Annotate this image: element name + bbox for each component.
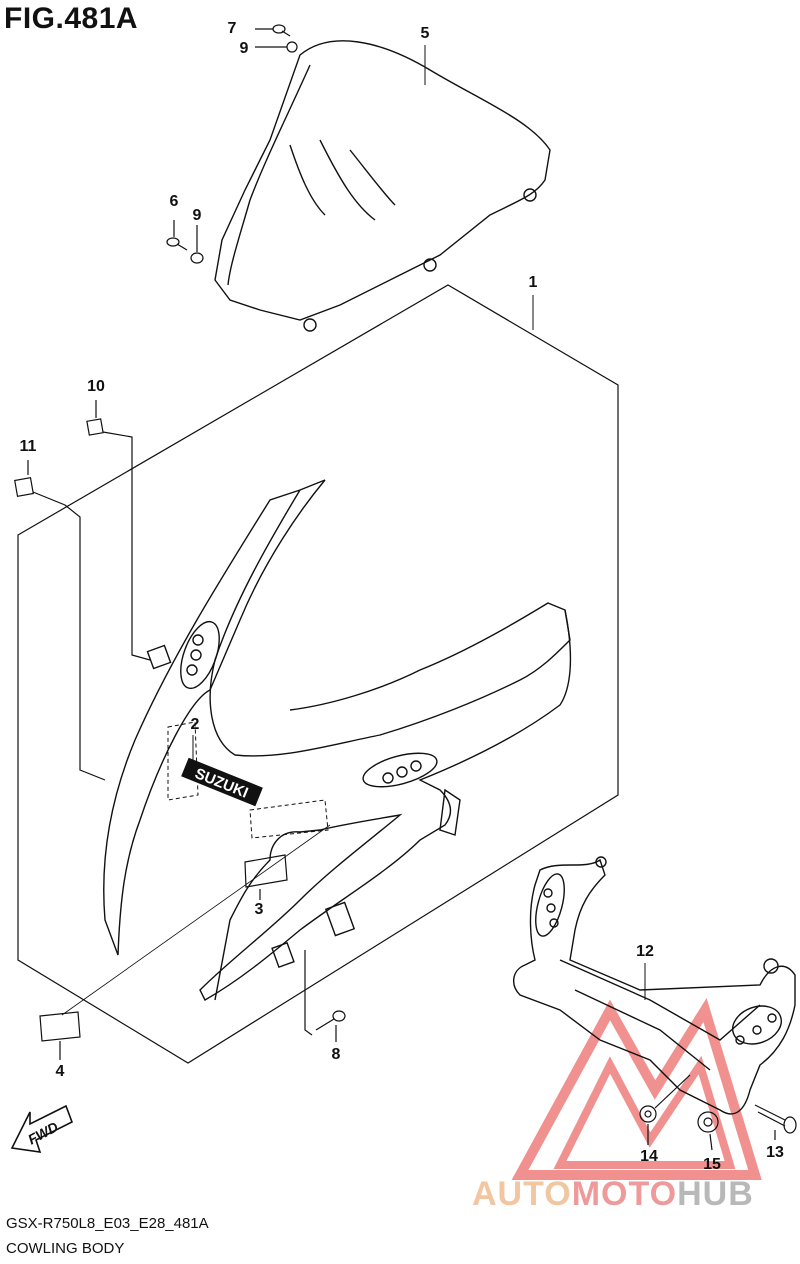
callout-3: 3 — [254, 901, 264, 918]
plate-4 — [39, 824, 331, 1060]
suzuki-emblem: SUZUKI — [181, 757, 263, 807]
callout-9-left: 9 — [192, 207, 202, 224]
assembly-box — [17, 284, 619, 1064]
watermark-logo — [511, 998, 762, 1180]
callout-15: 15 — [703, 1156, 721, 1173]
callout-6: 6 — [169, 193, 179, 210]
callout-2: 2 — [190, 716, 200, 733]
model-code: GSX-R750L8_E03_E28_481A — [6, 1215, 209, 1232]
fwd-arrow — [10, 1104, 74, 1153]
callout-8: 8 — [331, 1046, 341, 1063]
screw-6 — [166, 220, 204, 264]
watermark-part-moto: MOTO — [571, 1175, 678, 1213]
callout-1: 1 — [528, 274, 538, 291]
leader-lines — [192, 45, 646, 1000]
callout-9-top: 9 — [239, 40, 249, 57]
callout-5: 5 — [420, 25, 430, 42]
screw-7 — [255, 24, 298, 53]
grommet-14 — [639, 1074, 691, 1145]
decal-2 — [167, 721, 329, 839]
callout-12: 12 — [636, 943, 654, 960]
callout-13: 13 — [766, 1144, 784, 1161]
windscreen — [214, 40, 551, 332]
figure-title: FIG.481A — [4, 2, 139, 35]
suzuki-emblem-text: SUZUKI — [192, 765, 250, 802]
screw-8 — [304, 950, 346, 1042]
watermark-text: AUTOMOTOHUB — [472, 1175, 754, 1214]
callout-11: 11 — [19, 438, 37, 455]
plate-3 — [244, 854, 288, 900]
watermark-part-auto: AUTO — [472, 1175, 572, 1213]
bolt-13 — [754, 1104, 797, 1140]
nut-11 — [14, 460, 106, 781]
cowling-body — [103, 479, 572, 1001]
callout-10: 10 — [87, 378, 105, 395]
callout-7: 7 — [227, 20, 237, 37]
callout-4: 4 — [55, 1063, 65, 1080]
nut-10 — [86, 400, 151, 661]
callout-14: 14 — [640, 1148, 658, 1165]
section-name: COWLING BODY — [6, 1240, 125, 1257]
collar-15 — [697, 1111, 719, 1151]
watermark-part-hub: HUB — [677, 1175, 754, 1213]
cowling-bracket — [513, 856, 796, 1115]
